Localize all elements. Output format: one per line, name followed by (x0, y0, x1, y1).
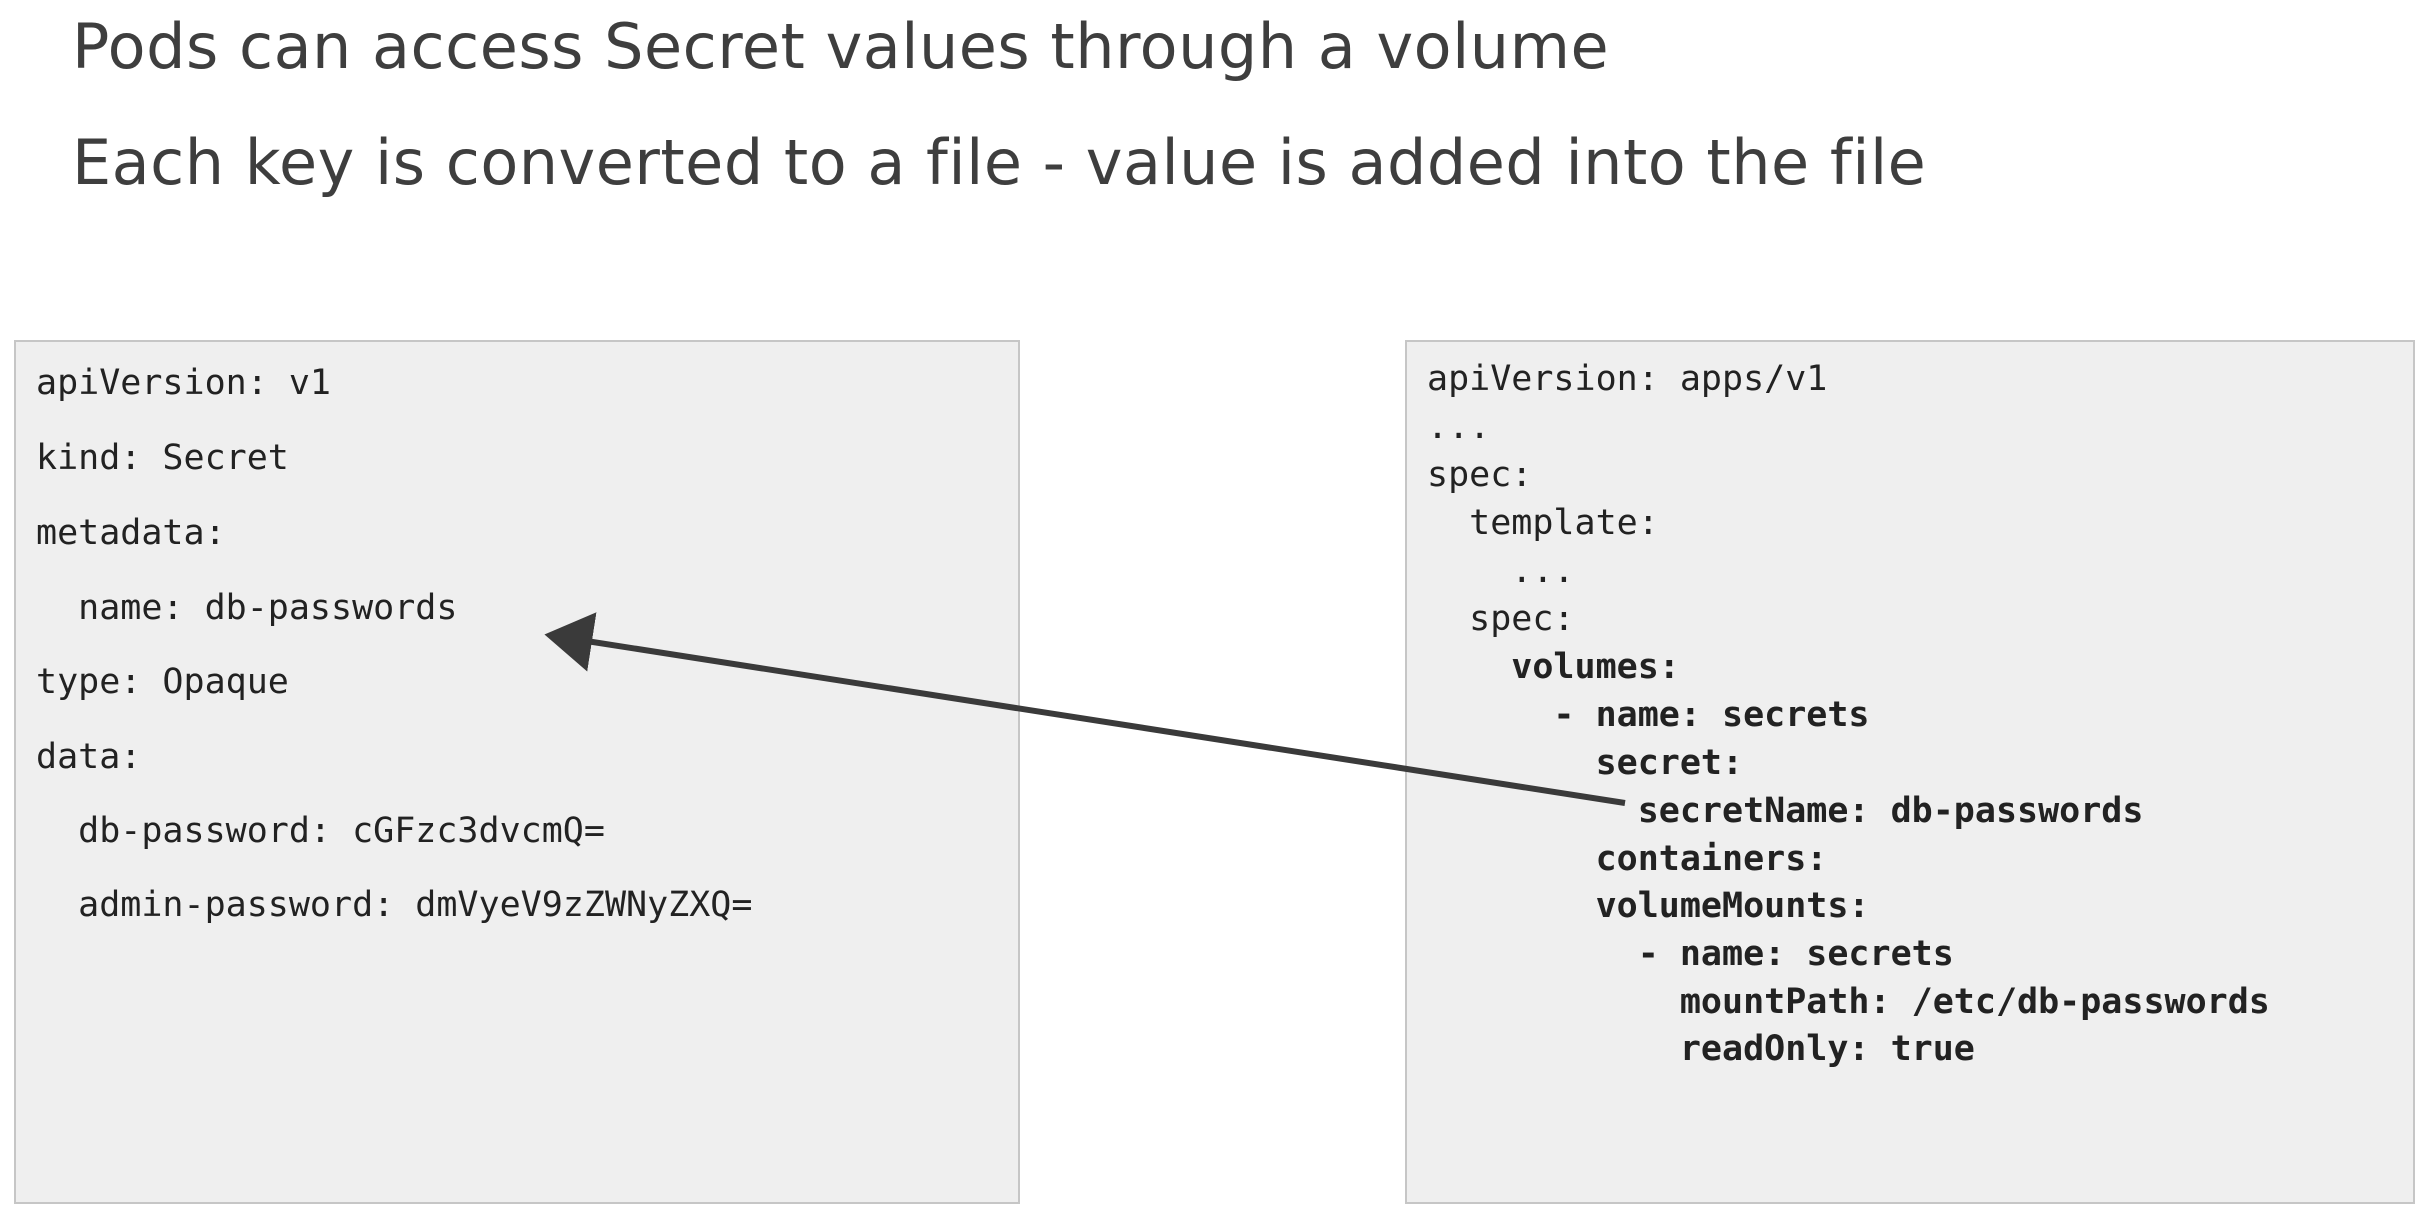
heading-line-1: Pods can access Secret values through a … (72, 10, 1610, 83)
secret-line-admin-password: admin-password: dmVyeV9zZWNyZXQ= (36, 885, 753, 925)
deploy-line-volume-name: - name: secrets (1427, 695, 1870, 735)
secret-line-kind: kind: Secret (36, 438, 289, 478)
deploy-line-template: template: (1427, 503, 1659, 543)
deploy-line-mountpath: mountPath: /etc/db-passwords (1427, 982, 2270, 1022)
secret-line-db-password: db-password: cGFzc3dvcmQ= (36, 811, 605, 851)
secret-yaml-panel: apiVersion: v1 kind: Secret metadata: na… (14, 340, 1020, 1204)
deploy-line-ellipsis-1: ... (1427, 407, 1491, 447)
deploy-line-secret: secret: (1427, 743, 1744, 783)
secret-line-type: type: Opaque (36, 662, 289, 702)
deploy-line-mount-name: - name: secrets (1427, 934, 1954, 974)
deploy-line-volumemounts: volumeMounts: (1427, 886, 1870, 926)
secret-line-name: name: db-passwords (36, 588, 458, 628)
secret-line-metadata: metadata: (36, 513, 226, 553)
secret-line-data: data: (36, 737, 142, 777)
deploy-line-secretname: secretName: db-passwords (1427, 791, 2144, 831)
deployment-yaml-panel: apiVersion: apps/v1 ... spec: template: … (1405, 340, 2415, 1204)
deploy-line-ellipsis-2: ... (1427, 551, 1575, 591)
deploy-line-volumes: volumes: (1427, 647, 1680, 687)
deploy-line-spec: spec: (1427, 455, 1533, 495)
heading-line-2: Each key is converted to a file - value … (72, 126, 1927, 199)
deploy-line-containers: containers: (1427, 839, 1828, 879)
deploy-line-apiversion: apiVersion: apps/v1 (1427, 359, 1828, 399)
deploy-line-readonly: readOnly: true (1427, 1029, 1975, 1069)
secret-line-apiversion: apiVersion: v1 (36, 363, 332, 403)
deploy-line-inner-spec: spec: (1427, 599, 1575, 639)
